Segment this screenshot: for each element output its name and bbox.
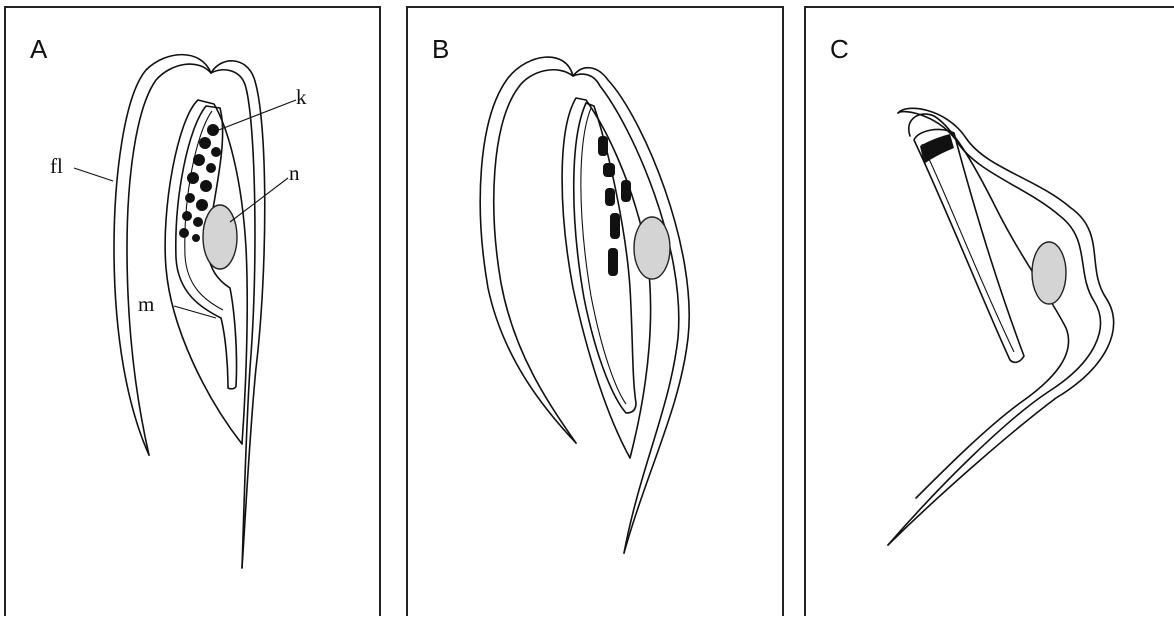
cell-diagram-c bbox=[806, 8, 1174, 618]
label-m: m bbox=[138, 292, 154, 316]
cell-diagram-a: k n fl m bbox=[6, 8, 383, 618]
label-k: k bbox=[296, 85, 307, 109]
kinetoplast-dna-c bbox=[920, 134, 954, 164]
flagellum-a bbox=[114, 55, 211, 455]
nucleus-a bbox=[203, 205, 237, 269]
mitochondrion-c bbox=[914, 129, 1024, 362]
panel-b: B bbox=[406, 6, 784, 616]
cell-diagram-b bbox=[408, 8, 786, 618]
outer-envelope-c bbox=[888, 108, 1114, 545]
panel-c: C bbox=[804, 6, 1174, 616]
label-fl: fl bbox=[50, 154, 63, 178]
flagellum-b bbox=[480, 57, 576, 443]
panel-a: A k n fl m bbox=[4, 6, 381, 616]
nucleus-b bbox=[634, 217, 670, 279]
nucleus-c bbox=[1032, 242, 1066, 304]
label-n: n bbox=[289, 161, 300, 185]
